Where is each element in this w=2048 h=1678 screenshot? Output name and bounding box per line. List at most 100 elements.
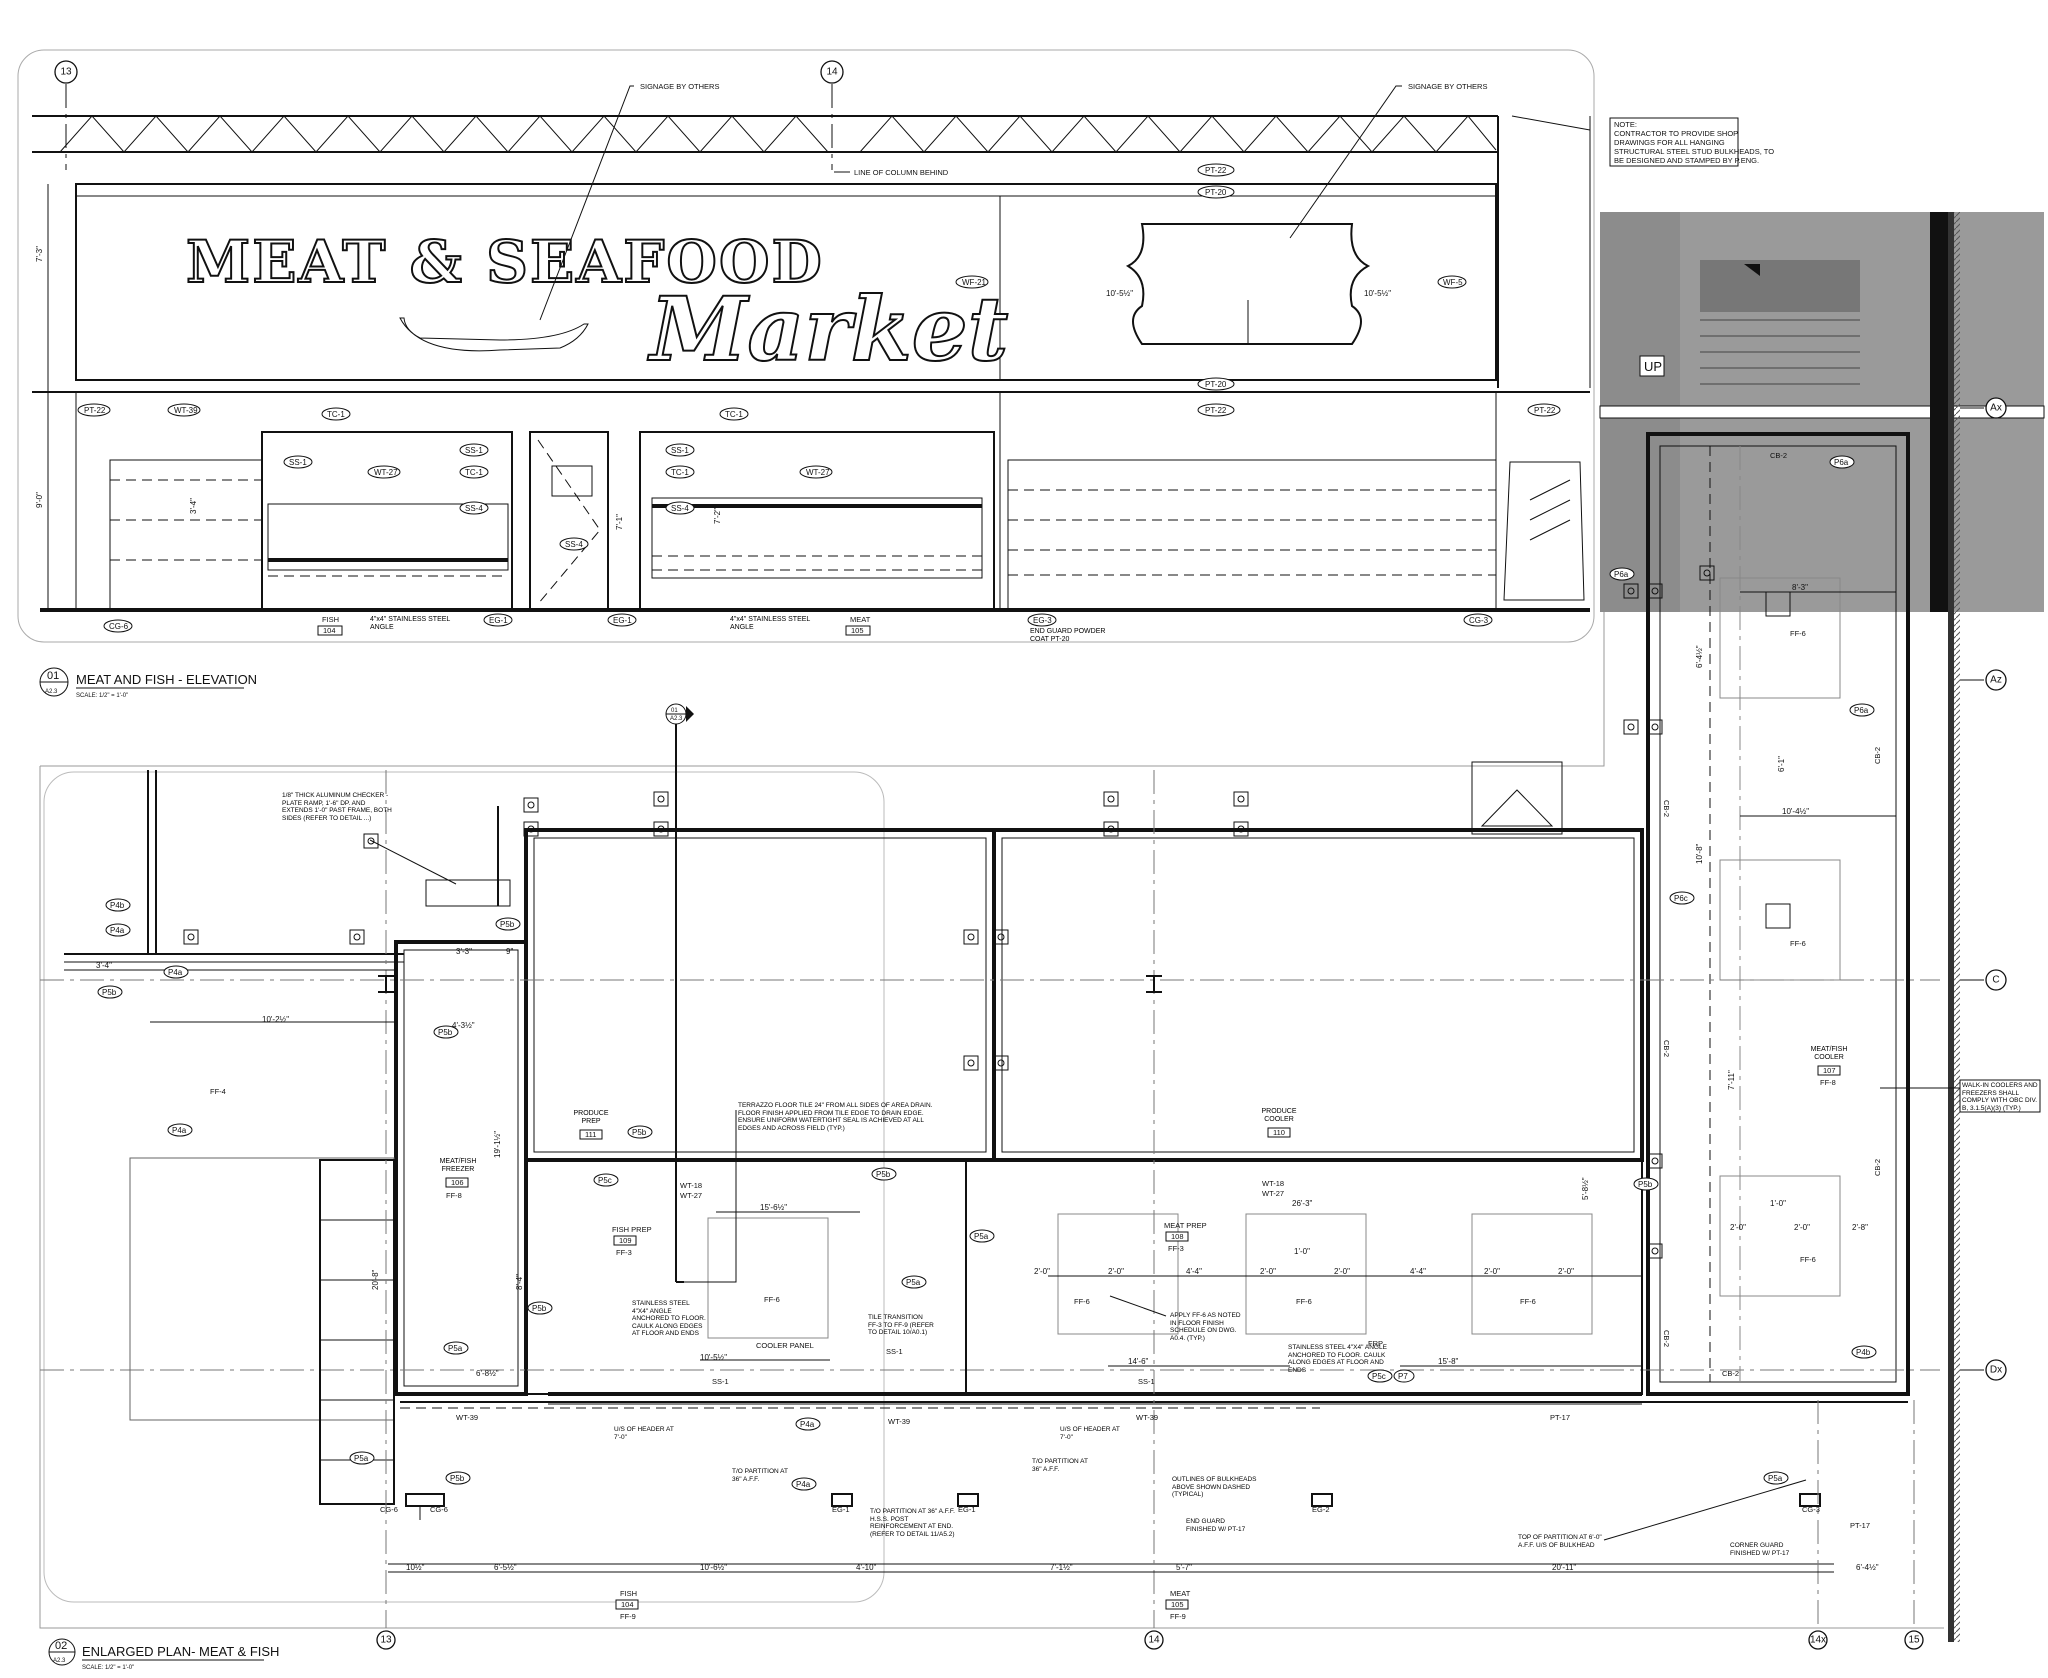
sign-swoosh [399, 317, 589, 352]
grid-bubble-14-bottom: 14 [1144, 1630, 1164, 1650]
tag-ss4-b: SS-4 [665, 501, 695, 515]
svg-text:FF-6: FF-6 [1520, 1297, 1536, 1306]
swing-door [529, 431, 609, 611]
callout-p5b-4: P5b [627, 1125, 653, 1139]
svg-text:8'-3": 8'-3" [1792, 583, 1808, 592]
svg-text:2'-8": 2'-8" [1852, 1223, 1868, 1232]
svg-text:3'-4": 3'-4" [189, 498, 198, 514]
callout-p4a-4: P4a [795, 1417, 821, 1431]
svg-text:P5b: P5b [876, 1170, 891, 1179]
svg-text:SS-1: SS-1 [465, 446, 483, 455]
svg-text:TC-1: TC-1 [671, 468, 689, 477]
room-label-fish: FISH 104 FF-9 [615, 1589, 639, 1621]
checker-plate-ramp [425, 879, 511, 907]
svg-text:FF-9: FF-9 [1170, 1612, 1186, 1621]
svg-text:P4a: P4a [172, 1126, 187, 1135]
svg-text:110: 110 [1273, 1128, 1285, 1137]
grid-bubble-az: Az [1985, 669, 2007, 691]
tag-ss4-a: SS-4 [459, 501, 489, 515]
svg-text:8'-4": 8'-4" [515, 1274, 524, 1290]
svg-text:CG-3: CG-3 [1802, 1505, 1820, 1514]
svg-text:P5a: P5a [974, 1232, 989, 1241]
callout-p5c-2: P5c [1367, 1369, 1393, 1383]
svg-text:MEAT: MEAT [1170, 1589, 1191, 1598]
svg-text:WT-18: WT-18 [680, 1181, 702, 1190]
svg-text:STRUCTURAL STEEL STUD BULKHEAD: STRUCTURAL STEEL STUD BULKHEADS, TO [1614, 147, 1774, 156]
room-produce-cooler [992, 828, 1644, 1162]
svg-text:EG-1: EG-1 [613, 616, 632, 625]
callout-p5b-5: P5b [871, 1167, 897, 1181]
svg-text:WF-21: WF-21 [962, 278, 987, 287]
svg-text:P5a: P5a [1768, 1474, 1783, 1483]
svg-text:Az: Az [1990, 675, 2002, 686]
svg-text:7'-3": 7'-3" [35, 246, 44, 262]
svg-text:5'-7": 5'-7" [1176, 1563, 1192, 1572]
tag-eg1-a: EG-1 [483, 613, 513, 627]
callout-p5b-7: P5b [445, 1471, 471, 1485]
room-label-freezer: MEAT/FISH FREEZER 106 FF-8 [440, 1158, 477, 1200]
svg-text:1'-0": 1'-0" [1294, 1247, 1310, 1256]
svg-text:2'-0": 2'-0" [1260, 1267, 1276, 1276]
svg-text:10'-6½": 10'-6½" [700, 1563, 727, 1572]
callout-p5a-2: P5a [901, 1275, 927, 1289]
svg-text:WT-39: WT-39 [1136, 1413, 1158, 1422]
svg-text:CB-2: CB-2 [1722, 1369, 1739, 1378]
svg-text:CB-2: CB-2 [1873, 747, 1882, 764]
svg-text:SS-4: SS-4 [671, 504, 689, 513]
svg-text:4'-4": 4'-4" [1186, 1267, 1202, 1276]
svg-text:EG-1: EG-1 [489, 616, 508, 625]
callout-p4b-1: P4b [105, 898, 131, 912]
tag-tc1-c: TC-1 [459, 465, 489, 479]
svg-text:FISH PREP: FISH PREP [612, 1225, 652, 1234]
svg-text:20'-8": 20'-8" [371, 1269, 380, 1290]
svg-text:2'-0": 2'-0" [1730, 1223, 1746, 1232]
tag-wt27-a: WT-27 [367, 465, 401, 479]
svg-text:13: 13 [380, 1635, 392, 1646]
plan-vertical-dimensions: 19'-1½" 8'-4" 20'-8" 5'-8½" 10'-8" 7'-11… [371, 645, 1786, 1290]
svg-text:15: 15 [1908, 1635, 1920, 1646]
svg-text:FF-6: FF-6 [1790, 629, 1806, 638]
svg-text:2'-0": 2'-0" [1484, 1267, 1500, 1276]
svg-text:CB-2: CB-2 [1873, 1159, 1882, 1176]
svg-text:SCALE: 1/2" = 1'-0": SCALE: 1/2" = 1'-0" [82, 1665, 134, 1671]
tag-tc1-b: TC-1 [719, 407, 749, 421]
roof-truss [32, 115, 1591, 388]
svg-text:9": 9" [506, 947, 513, 956]
svg-text:P4a: P4a [168, 968, 183, 977]
svg-text:CB-2: CB-2 [1662, 1040, 1671, 1057]
column-line-note: LINE OF COLUMN BEHIND [854, 168, 949, 177]
svg-text:P4a: P4a [110, 926, 125, 935]
tag-ss1-b: SS-1 [459, 443, 489, 457]
grid-bubble-c: C [1985, 969, 2007, 991]
svg-text:15'-6½": 15'-6½" [760, 1203, 787, 1212]
svg-text:4'-4": 4'-4" [1410, 1267, 1426, 1276]
plan-finish-labels: FF-4 FF-6 FF-6 FF-6 FF-6 FF-6 FF-6 FF-6 … [210, 451, 1882, 1530]
svg-text:P5a: P5a [354, 1454, 369, 1463]
callout-p5b-3: P5b [433, 1025, 459, 1039]
callout-p5b-6: P5b [527, 1301, 553, 1315]
svg-text:10'-8": 10'-8" [1695, 843, 1704, 864]
tag-ss4-c: SS-4 [559, 537, 589, 551]
svg-text:3'-3": 3'-3" [456, 947, 472, 956]
svg-text:P4a: P4a [800, 1420, 815, 1429]
svg-text:P5b: P5b [102, 988, 117, 997]
svg-text:SS-4: SS-4 [565, 540, 583, 549]
svg-text:WT-27: WT-27 [806, 468, 830, 477]
svg-text:FRP: FRP [1368, 1339, 1383, 1348]
svg-text:CG-6: CG-6 [430, 1505, 448, 1514]
svg-text:P5c: P5c [598, 1176, 612, 1185]
tag-pt22-left: PT-22 [77, 403, 111, 417]
svg-text:WT-27: WT-27 [680, 1191, 702, 1200]
sign-script-text: Market [647, 277, 1008, 381]
svg-text:SS-1: SS-1 [289, 458, 307, 467]
callout-p6a-1: P6a [1609, 567, 1635, 581]
svg-text:19'-1½": 19'-1½" [493, 1131, 502, 1158]
svg-text:PT-22: PT-22 [1534, 406, 1556, 415]
svg-text:P4b: P4b [110, 901, 125, 910]
svg-text:CG-6: CG-6 [380, 1505, 398, 1514]
svg-text:2'-0": 2'-0" [1108, 1267, 1124, 1276]
svg-text:EG-1: EG-1 [958, 1505, 976, 1514]
svg-text:2'-0": 2'-0" [1034, 1267, 1050, 1276]
revision-cloud [17, 49, 1595, 643]
